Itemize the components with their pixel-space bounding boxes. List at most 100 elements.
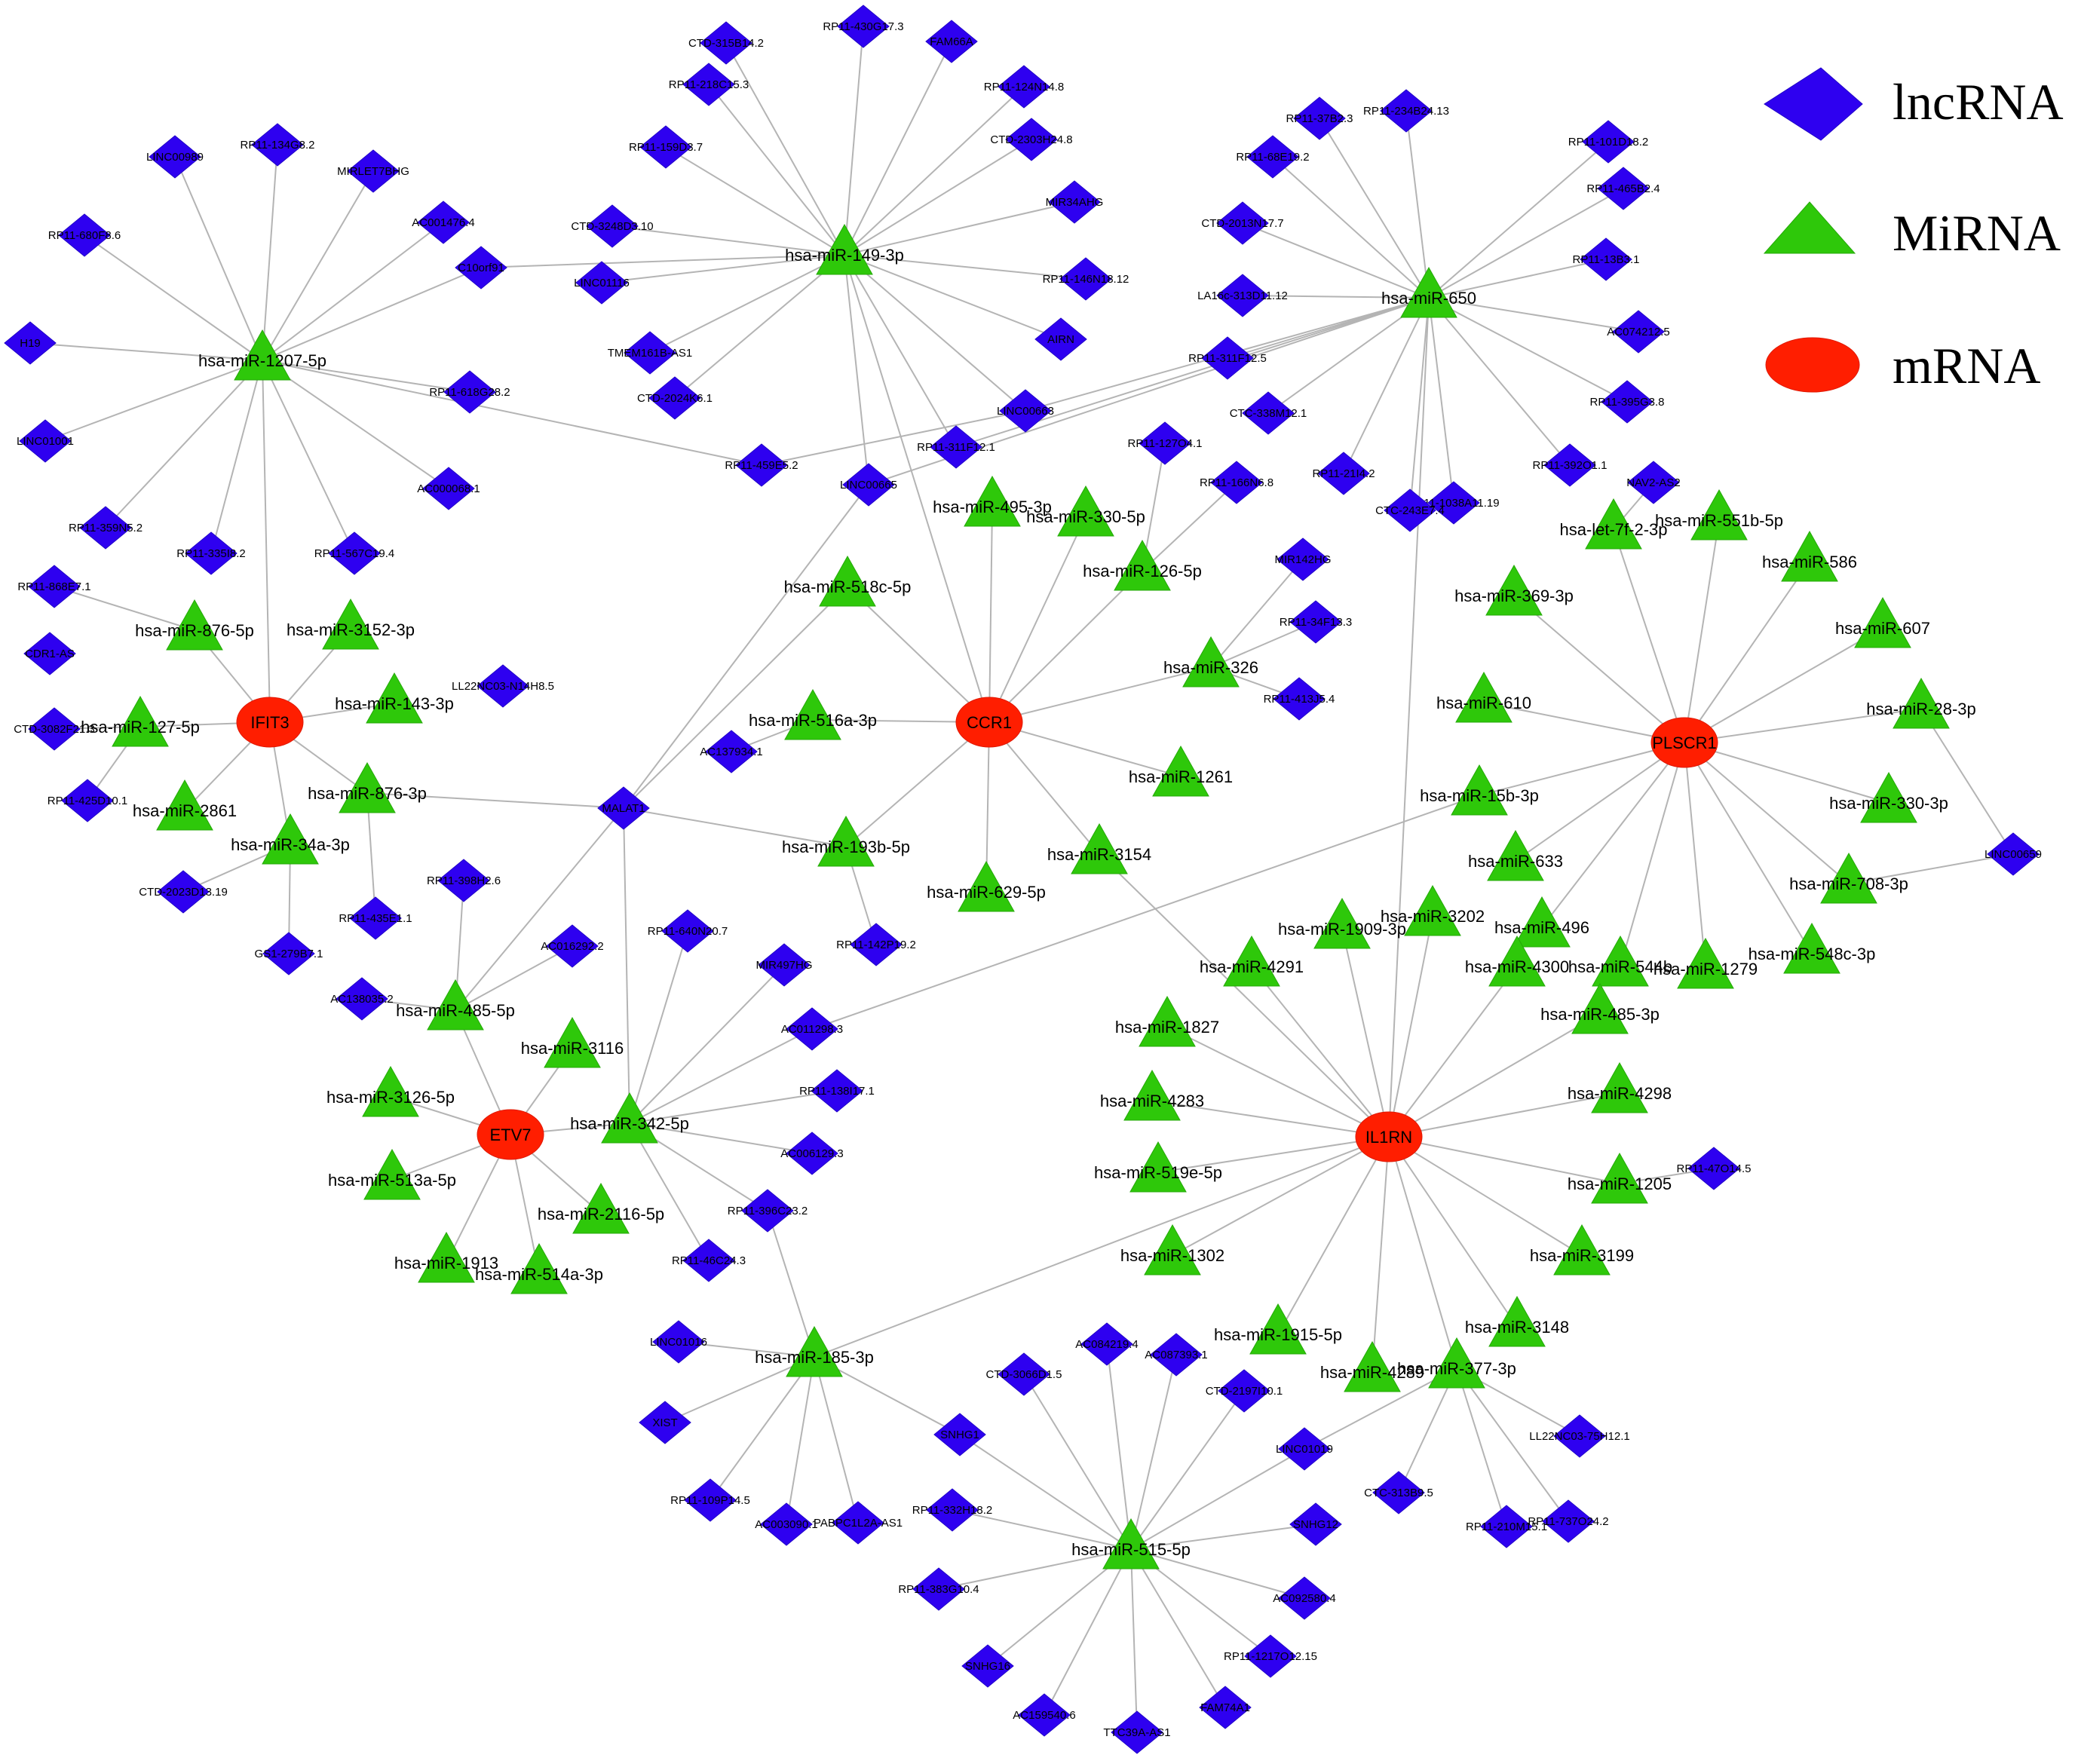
mir-node-m1207[interactable]: hsa-miR-1207-5p [198,329,326,381]
mir-node-m3199[interactable]: hsa-miR-3199 [1530,1223,1634,1276]
lnc-node-L_c12[interactable]: CTC-338M12.1 [1230,391,1307,435]
mir-node-m369[interactable]: hsa-miR-369-3p [1454,564,1574,616]
lnc-node-L_a1[interactable]: LINC00989 [146,135,204,179]
lnc-node-L_b4[interactable]: RP11-218C15.3 [669,63,749,106]
mir-node-m1827[interactable]: hsa-miR-1827 [1115,995,1219,1047]
mir-node-m496[interactable]: hsa-miR-496 [1494,896,1589,948]
lnc-node-L_e2[interactable]: LINC00659 [1985,832,2042,876]
lnc-node-L_d1[interactable]: RP11-127O4.1 [1128,421,1203,465]
lnc-node-L_b2[interactable]: RP11-430G17.3 [823,5,904,48]
lnc-node-L_c8[interactable]: LA16c-313D11.12 [1197,274,1288,317]
lnc-node-L_f3[interactable]: CTD-3082F21.3 [14,707,95,751]
lnc-node-L_i7[interactable]: SNHG12 [1289,1502,1342,1546]
mir-node-m1909[interactable]: hsa-miR-1909-3p [1278,897,1406,949]
lnc-node-L_f8[interactable]: CTD-2023D13.19 [139,870,228,914]
lnc-node-L_a4[interactable]: RP11-680F8.6 [48,213,121,257]
mrna-node-IFIT3[interactable]: IFIT3 [236,697,304,748]
lnc-node-L_g8[interactable]: AC006129.3 [780,1132,844,1175]
mrna-node-IL1RN[interactable]: IL1RN [1355,1111,1423,1162]
lnc-node-L_c11[interactable]: RP11-395G3.8 [1590,380,1665,424]
lnc-node-L_b1[interactable]: CTD-315B14.2 [688,21,764,65]
lnc-node-L_j2[interactable]: RP11-210M15.1 [1466,1505,1547,1548]
mir-node-m149[interactable]: hsa-miR-149-3p [785,223,904,275]
lnc-node-L_d3[interactable]: MIR142HG [1274,537,1332,581]
lnc-node-L_e1[interactable]: NAV2-AS2 [1626,461,1681,504]
lnc-node-L_c7[interactable]: RP11-13B3.1 [1573,237,1640,281]
mir-node-m126[interactable]: hsa-miR-126-5p [1083,539,1202,591]
mir-node-m1913[interactable]: hsa-miR-1913 [394,1231,498,1283]
lnc-node-L_e3[interactable]: RP11-47O14.5 [1677,1147,1752,1190]
mir-node-m633[interactable]: hsa-miR-633 [1468,829,1563,881]
lnc-node-L_g6[interactable]: AC011298.3 [781,1007,843,1051]
mir-node-m650[interactable]: hsa-miR-650 [1381,266,1476,318]
lnc-node-L_i1[interactable]: CTD-3066D1.5 [986,1352,1062,1396]
mrna-node-PLSCR1[interactable]: PLSCR1 [1650,717,1718,768]
lnc-node-L_g10[interactable]: RP11-46C24.3 [672,1239,746,1282]
lnc-node-L_c9[interactable]: AC074212.5 [1607,310,1670,354]
mir-node-m2116[interactable]: hsa-miR-2116-5p [538,1182,664,1234]
lnc-node-L_f5[interactable]: LL22NC03-N14H8.5 [452,664,554,708]
mir-node-m342[interactable]: hsa-miR-342-5p [570,1092,689,1144]
lnc-node-L_b6[interactable]: RP11-159D3.7 [629,125,703,169]
lnc-node-L_a3[interactable]: MIRLET7BHG [337,149,409,193]
lnc-node-L_sh1[interactable]: C10orf91 [455,246,507,289]
mir-node-m610[interactable]: hsa-miR-610 [1436,671,1531,723]
mrna-node-CCR1[interactable]: CCR1 [955,697,1023,748]
lnc-node-L_g9[interactable]: RP11-396C23.2 [728,1189,808,1233]
lnc-node-L_b10[interactable]: RP11-146N18.12 [1043,257,1129,301]
lnc-node-L_h2[interactable]: XIST [639,1401,691,1444]
lnc-node-L_c4[interactable]: RP11-101D18.2 [1568,120,1648,164]
mir-node-m485_3p[interactable]: hsa-miR-485-3p [1540,982,1660,1034]
lnc-node-L_b16[interactable]: RP11-311F12.1 [917,425,995,469]
lnc-node-L_i12[interactable]: AC159540.6 [1013,1693,1076,1737]
lnc-node-L_a5[interactable]: AC001476.4 [412,201,475,244]
mir-node-m2861[interactable]: hsa-miR-2861 [133,779,237,831]
lnc-node-L_b11[interactable]: TMEM161B-AS1 [608,331,693,375]
mir-node-m4300[interactable]: hsa-miR-4300 [1465,935,1569,987]
lnc-node-L_b14[interactable]: LINC00665 [840,463,897,507]
lnc-node-L_b3[interactable]: FAM66A [925,20,978,63]
mir-node-m485_5p[interactable]: hsa-miR-485-5p [396,978,515,1031]
mir-node-m185[interactable]: hsa-miR-185-3p [755,1325,874,1377]
mir-node-m330_3p[interactable]: hsa-miR-330-3p [1829,771,1948,823]
lnc-node-L_d2[interactable]: RP11-166N6.8 [1200,461,1273,504]
mir-node-m4291[interactable]: hsa-miR-4291 [1200,935,1304,987]
mir-node-m513a[interactable]: hsa-miR-513a-5p [328,1148,456,1200]
mir-node-m876_5p[interactable]: hsa-miR-876-5p [135,599,254,651]
lnc-node-L_f6[interactable]: RP11-398H2.6 [427,859,501,902]
lnc-node-L_a9[interactable]: RP11-335I8.2 [176,531,246,575]
lnc-node-L_i9[interactable]: AC092580.4 [1273,1576,1336,1620]
lnc-node-L_b8[interactable]: MIR34AHG [1046,180,1104,224]
lnc-node-L_h1[interactable]: LINC01016 [650,1320,707,1364]
mir-node-m4298[interactable]: hsa-miR-4298 [1568,1061,1672,1113]
mir-node-m1261[interactable]: hsa-miR-1261 [1129,745,1233,797]
lnc-node-L_a8[interactable]: RP11-359N5.2 [69,506,143,550]
lnc-node-L_i4[interactable]: CTD-2197I10.1 [1206,1369,1283,1413]
mir-node-m34a[interactable]: hsa-miR-34a-3p [231,813,350,865]
mir-node-m495[interactable]: hsa-miR-495-3p [933,475,1052,527]
lnc-node-L_h3[interactable]: RP11-109P14.5 [670,1478,750,1522]
lnc-node-L_c1[interactable]: RP11-37B2.3 [1286,96,1353,140]
mir-node-m1915[interactable]: hsa-miR-1915-5p [1214,1303,1342,1355]
lnc-node-L_c15[interactable]: RP11-1038A11.19 [1408,481,1500,525]
mir-node-m551b[interactable]: hsa-miR-551b-5p [1655,488,1783,541]
lnc-node-L_c6[interactable]: CTD-2013N17.7 [1201,201,1284,245]
lnc-node-L_f1[interactable]: RP11-868E7.1 [17,565,91,608]
lnc-node-L_c10[interactable]: RP11-311F12.5 [1188,336,1267,380]
mir-node-m708[interactable]: hsa-miR-708-3p [1789,852,1908,904]
lnc-node-L_f7[interactable]: RP11-435E1.1 [339,896,412,940]
lnc-node-L_h5[interactable]: PABPC1L2A-AS1 [814,1501,903,1545]
lnc-node-L_g7[interactable]: RP11-138I17.1 [799,1069,875,1113]
lnc-node-L_d6[interactable]: AC137934.1 [700,730,763,773]
mir-node-m544b[interactable]: hsa-miR-544b [1568,935,1672,987]
mir-node-m629[interactable]: hsa-miR-629-5p [927,860,1046,912]
lnc-node-L_b7[interactable]: CTD-2303H24.8 [990,118,1073,161]
mir-node-m3148[interactable]: hsa-miR-3148 [1465,1295,1569,1347]
lnc-node-L_i10[interactable]: SNHG16 [961,1644,1014,1688]
mir-node-m1302[interactable]: hsa-miR-1302 [1120,1223,1224,1276]
mir-node-m4289[interactable]: hsa-miR-4289 [1320,1340,1424,1392]
mir-node-m1279[interactable]: hsa-miR-1279 [1654,937,1758,989]
mir-node-m330_5p[interactable]: hsa-miR-330-5p [1026,485,1145,537]
lnc-node-L_g4[interactable]: RP11-640N20.7 [648,909,728,953]
lnc-node-L_a12[interactable]: RP11-618G28.2 [429,370,510,414]
